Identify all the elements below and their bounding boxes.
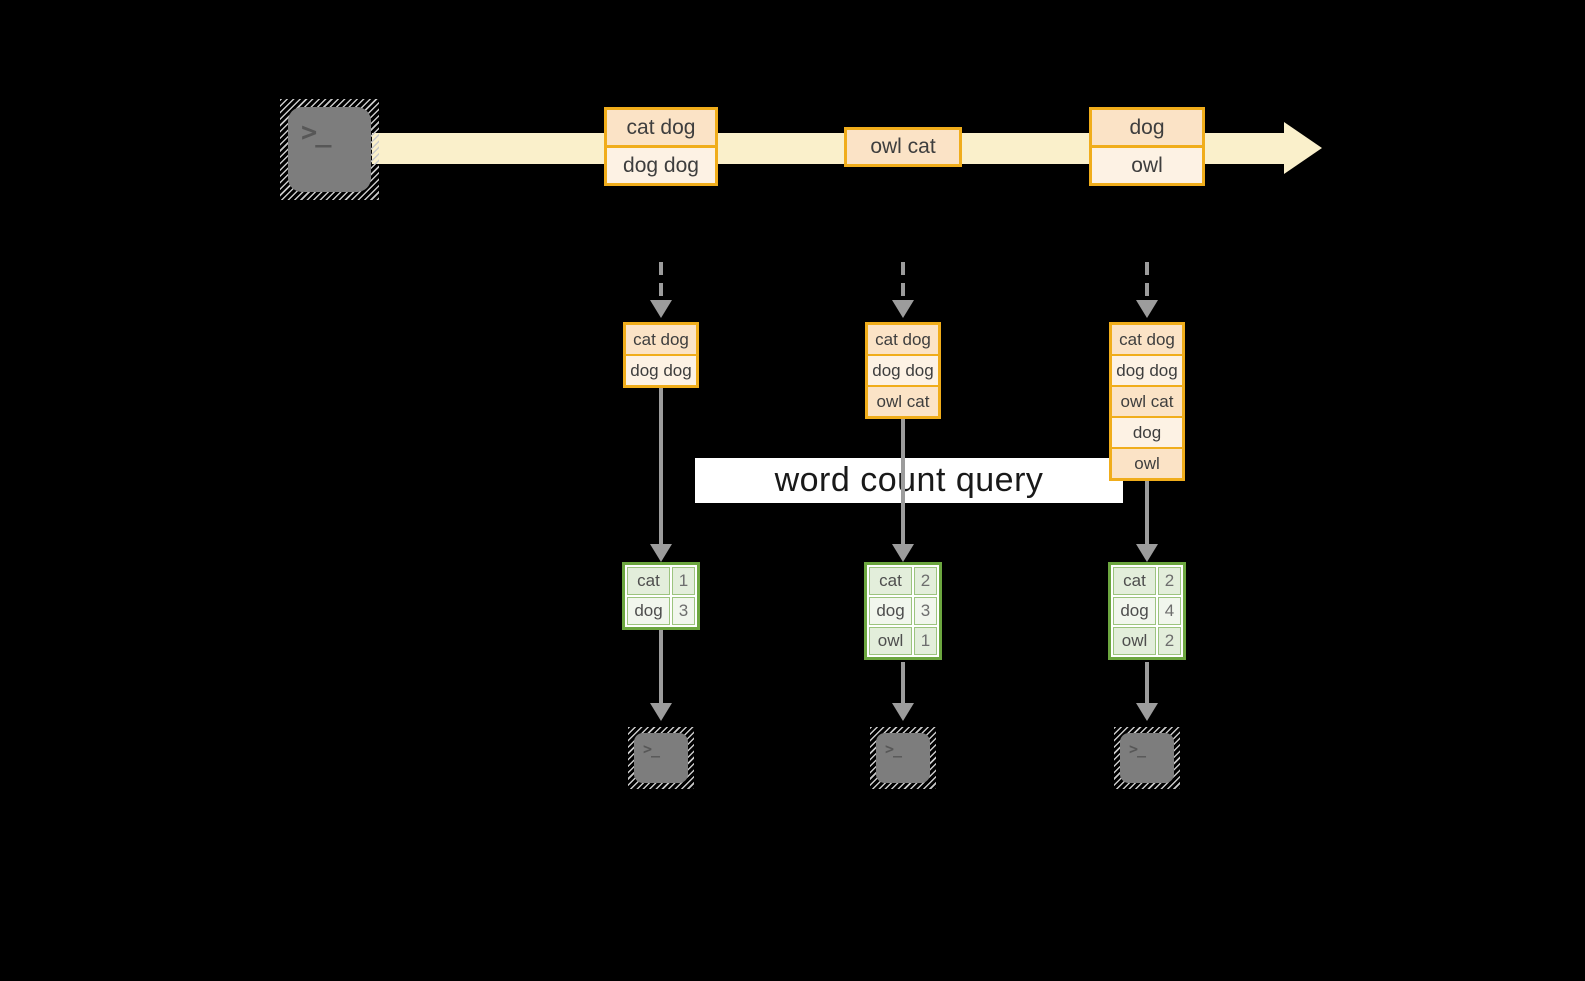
arrowhead-icon bbox=[1136, 544, 1158, 562]
arrow-line bbox=[901, 662, 905, 703]
dashed-arrow-line bbox=[659, 262, 663, 300]
arrowhead-icon bbox=[1136, 300, 1158, 318]
word-cell: dog bbox=[869, 597, 912, 625]
batch-line: dog dog bbox=[868, 356, 938, 385]
batch-line: cat dog bbox=[868, 325, 938, 354]
arrowhead-icon bbox=[650, 544, 672, 562]
word-cell: dog bbox=[1113, 597, 1156, 625]
count-cell: 2 bbox=[1158, 567, 1181, 595]
query-banner: word count query bbox=[695, 458, 1123, 503]
arrow-line bbox=[1145, 662, 1149, 703]
word-cell: owl bbox=[1113, 627, 1156, 655]
dashed-arrow-line bbox=[1145, 262, 1149, 300]
table-row: cat 2 bbox=[1113, 567, 1181, 595]
count-cell: 3 bbox=[672, 597, 695, 625]
event-line: dog dog bbox=[607, 148, 715, 183]
table-row: cat 2 bbox=[869, 567, 937, 595]
sink-terminal-icon: >_ bbox=[628, 727, 694, 789]
terminal-prompt-icon: >_ bbox=[876, 733, 930, 783]
arrow-line bbox=[901, 419, 905, 546]
batch-line: dog dog bbox=[626, 356, 696, 385]
word-cell: owl bbox=[869, 627, 912, 655]
count-cell: 4 bbox=[1158, 597, 1181, 625]
input-batch-3: cat dog dog dog owl cat dog owl bbox=[1109, 322, 1185, 481]
word-cell: cat bbox=[869, 567, 912, 595]
batch-line: dog bbox=[1112, 418, 1182, 447]
input-batch-2: cat dog dog dog owl cat bbox=[865, 322, 941, 419]
event-line: cat dog bbox=[607, 110, 715, 145]
arrowhead-icon bbox=[650, 300, 672, 318]
dashed-arrow-line bbox=[901, 262, 905, 300]
arrowhead-icon bbox=[1136, 703, 1158, 721]
count-table-2: cat 2 dog 3 owl 1 bbox=[864, 562, 942, 660]
table-row: owl 2 bbox=[1113, 627, 1181, 655]
arrowhead-icon bbox=[650, 703, 672, 721]
count-cell: 3 bbox=[914, 597, 937, 625]
table-row: owl 1 bbox=[869, 627, 937, 655]
batch-line: owl bbox=[1112, 449, 1182, 478]
count-cell: 1 bbox=[914, 627, 937, 655]
batch-line: owl cat bbox=[868, 387, 938, 416]
count-cell: 1 bbox=[672, 567, 695, 595]
arrow-line bbox=[659, 630, 663, 703]
batch-line: owl cat bbox=[1112, 387, 1182, 416]
arrowhead-icon bbox=[892, 544, 914, 562]
stream-event-1: cat dog dog dog bbox=[604, 107, 718, 186]
arrow-line bbox=[659, 388, 663, 546]
table-row: cat 1 bbox=[627, 567, 695, 595]
query-banner-label: word count query bbox=[774, 461, 1044, 499]
stream-arrowhead-icon bbox=[1284, 122, 1322, 174]
terminal-prompt-icon: >_ bbox=[288, 107, 371, 192]
batch-line: cat dog bbox=[626, 325, 696, 354]
table-row: dog 3 bbox=[869, 597, 937, 625]
terminal-prompt-icon: >_ bbox=[634, 733, 688, 783]
word-cell: cat bbox=[1113, 567, 1156, 595]
arrowhead-icon bbox=[892, 703, 914, 721]
terminal-prompt-icon: >_ bbox=[1120, 733, 1174, 783]
stream-event-2: owl cat bbox=[844, 127, 962, 167]
source-terminal-icon: >_ bbox=[280, 99, 379, 200]
count-table-1: cat 1 dog 3 bbox=[622, 562, 700, 630]
count-cell: 2 bbox=[1158, 627, 1181, 655]
batch-line: dog dog bbox=[1112, 356, 1182, 385]
count-cell: 2 bbox=[914, 567, 937, 595]
table-row: dog 4 bbox=[1113, 597, 1181, 625]
event-line: owl bbox=[1092, 148, 1202, 183]
arrowhead-icon bbox=[892, 300, 914, 318]
event-line: owl cat bbox=[847, 130, 959, 164]
arrow-line bbox=[1145, 481, 1149, 546]
stream-event-3: dog owl bbox=[1089, 107, 1205, 186]
word-cell: cat bbox=[627, 567, 670, 595]
sink-terminal-icon: >_ bbox=[1114, 727, 1180, 789]
count-table-3: cat 2 dog 4 owl 2 bbox=[1108, 562, 1186, 660]
table-row: dog 3 bbox=[627, 597, 695, 625]
event-line: dog bbox=[1092, 110, 1202, 145]
input-batch-1: cat dog dog dog bbox=[623, 322, 699, 388]
batch-line: cat dog bbox=[1112, 325, 1182, 354]
sink-terminal-icon: >_ bbox=[870, 727, 936, 789]
word-cell: dog bbox=[627, 597, 670, 625]
